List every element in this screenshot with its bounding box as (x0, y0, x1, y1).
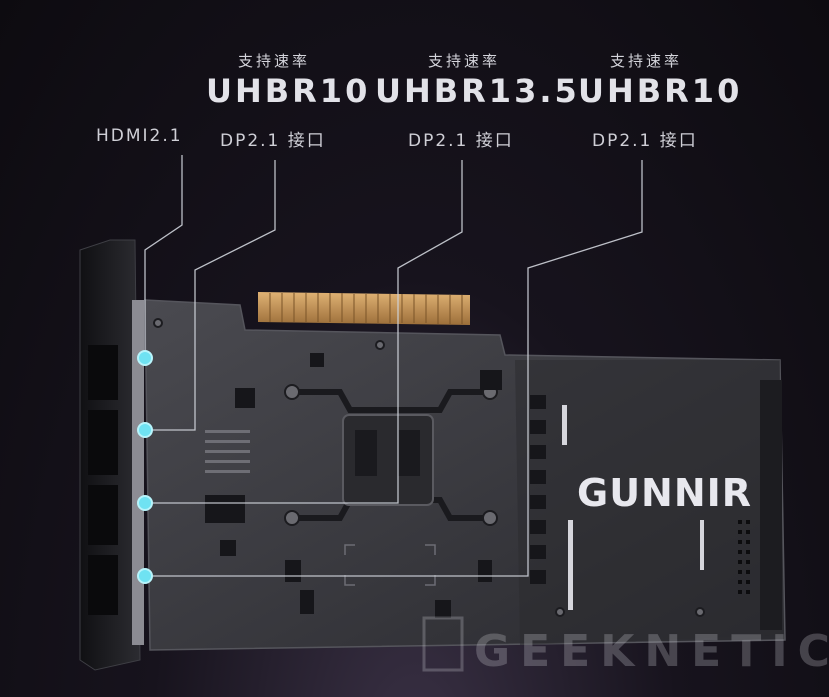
port-dot-dp-3 (137, 568, 153, 584)
accent-bars (562, 405, 704, 610)
rate-caption-2: 支持速率 (428, 52, 501, 70)
callout-lines (144, 155, 643, 577)
port-dot-dp-1 (137, 422, 153, 438)
port-dots (137, 350, 153, 584)
bracket-corners (344, 544, 436, 586)
port-dot-hdmi (137, 350, 153, 366)
port-label-hdmi: HDMI2.1 (96, 126, 183, 146)
port-dot-dp-2 (137, 495, 153, 511)
component-pads (205, 353, 546, 618)
brand-logo: GUNNIR (577, 471, 752, 515)
port-label-dp-1: DP2.1 接口 (220, 131, 326, 151)
gpu-bracket (342, 414, 434, 506)
watermark: GEEKNETIC (474, 626, 829, 677)
rate-value-1: UHBR10 (206, 72, 371, 110)
card-backplate (144, 299, 786, 651)
watermark-logo-mark (422, 616, 464, 672)
rate-caption-1: 支持速率 (238, 52, 311, 70)
port-label-dp-2: DP2.1 接口 (408, 131, 514, 151)
screws (153, 318, 705, 617)
rate-value-2: UHBR13.5 (375, 72, 580, 110)
rate-value-3: UHBR10 (578, 72, 743, 110)
io-bracket (79, 239, 144, 671)
pcie-connector (258, 292, 470, 325)
vent-stripes (205, 430, 250, 473)
port-label-dp-3: DP2.1 接口 (592, 131, 698, 151)
rate-caption-3: 支持速率 (610, 52, 683, 70)
cooler-edge (738, 380, 782, 630)
